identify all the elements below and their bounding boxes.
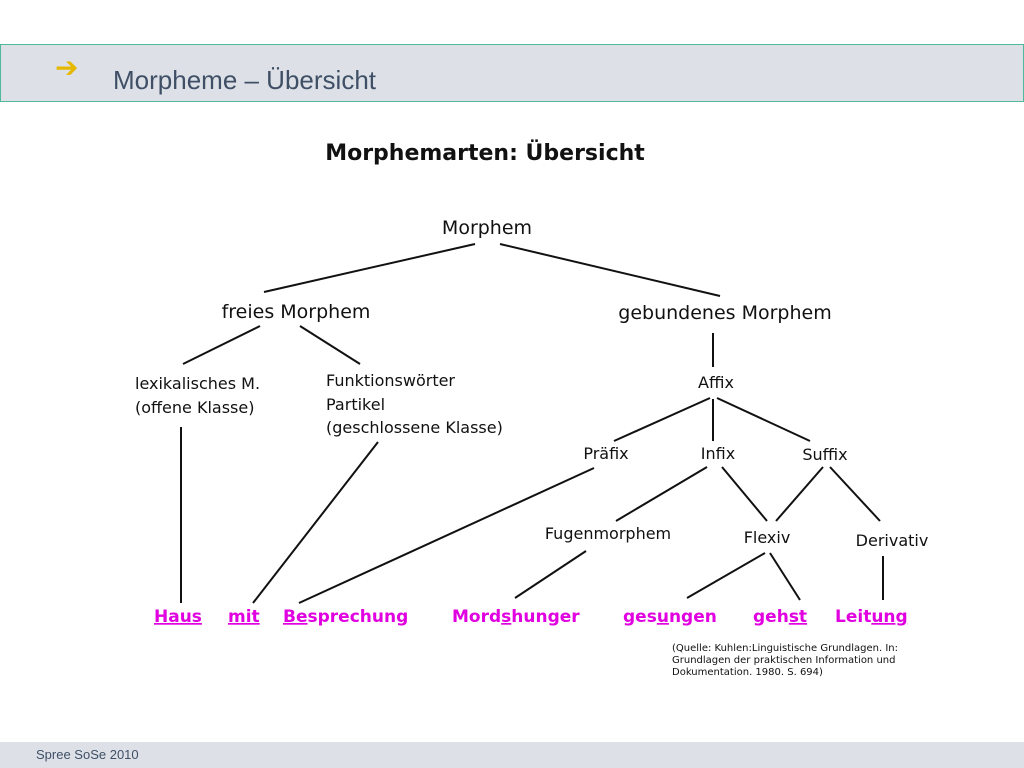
edge-function-mit <box>252 441 379 604</box>
node-function-line1: Funktionswörter <box>326 371 455 390</box>
edge-infix-flexiv <box>721 466 768 522</box>
edge-morphem-freies <box>263 243 476 293</box>
edge-affix-suffix <box>716 397 811 442</box>
tree-edges <box>180 243 884 604</box>
edge-flexiv-gehst <box>769 552 801 601</box>
edge-morphem-gebunden <box>499 243 721 297</box>
node-infix: Infix <box>701 444 735 463</box>
slide-title: Morpheme – Übersicht <box>113 65 376 95</box>
edge-praefix-besprechung <box>298 467 595 604</box>
node-affix: Affix <box>698 373 734 392</box>
slide-footer: Spree SoSe 2010 <box>0 742 1024 768</box>
edge-suffix-derivativ <box>829 466 881 522</box>
arrow-right-icon: ➔ <box>55 51 79 84</box>
footer-text: Spree SoSe 2010 <box>36 747 139 762</box>
node-gebundenes-morphem: gebundenes Morphem <box>618 302 831 324</box>
source-line3: Dokumentation. 1980. S. 694) <box>672 667 823 678</box>
example-haus: Haus <box>154 607 202 627</box>
node-derivativ: Derivativ <box>856 531 929 550</box>
node-function-line3: (geschlossene Klasse) <box>326 418 503 437</box>
node-flexiv: Flexiv <box>744 528 791 547</box>
edge-freies-lexical <box>182 325 261 365</box>
example-gesungen: gesungen <box>623 607 717 627</box>
example-besprechung: Besprechung <box>283 607 408 627</box>
node-function-line2: Partikel <box>326 395 385 414</box>
edge-infix-fugenmorphem <box>615 466 708 522</box>
edge-freies-function <box>299 325 361 365</box>
edge-flexiv-gesungen <box>686 552 766 599</box>
node-fugenmorphem: Fugenmorphem <box>545 524 671 543</box>
edge-suffix-flexiv <box>775 466 824 522</box>
diagram-heading: Morphemarten: Übersicht <box>325 140 645 166</box>
node-lexical-line2: (offene Klasse) <box>135 398 254 417</box>
example-words: Haus mit Besprechung Mordshunger gesunge… <box>154 607 908 627</box>
edge-affix-praefix <box>613 397 711 442</box>
example-leitung: Leitung <box>835 607 908 627</box>
node-morphem: Morphem <box>442 217 532 239</box>
node-praefix: Präfix <box>583 444 628 463</box>
example-mordshunger: Mordshunger <box>452 607 580 627</box>
edge-fugenmorphem-mordshunger <box>514 550 587 599</box>
node-suffix: Suffix <box>802 445 847 464</box>
source-line1: (Quelle: Kuhlen:Linguistische Grundlagen… <box>672 643 898 654</box>
slide-header: ➔ Morpheme – Übersicht <box>0 44 1024 102</box>
node-freies-morphem: freies Morphem <box>222 301 371 323</box>
example-mit: mit <box>228 607 260 627</box>
example-gehst: gehst <box>753 607 807 627</box>
node-lexical-line1: lexikalisches M. <box>135 374 260 393</box>
source-line2: Grundlagen der praktischen Information u… <box>672 655 895 666</box>
